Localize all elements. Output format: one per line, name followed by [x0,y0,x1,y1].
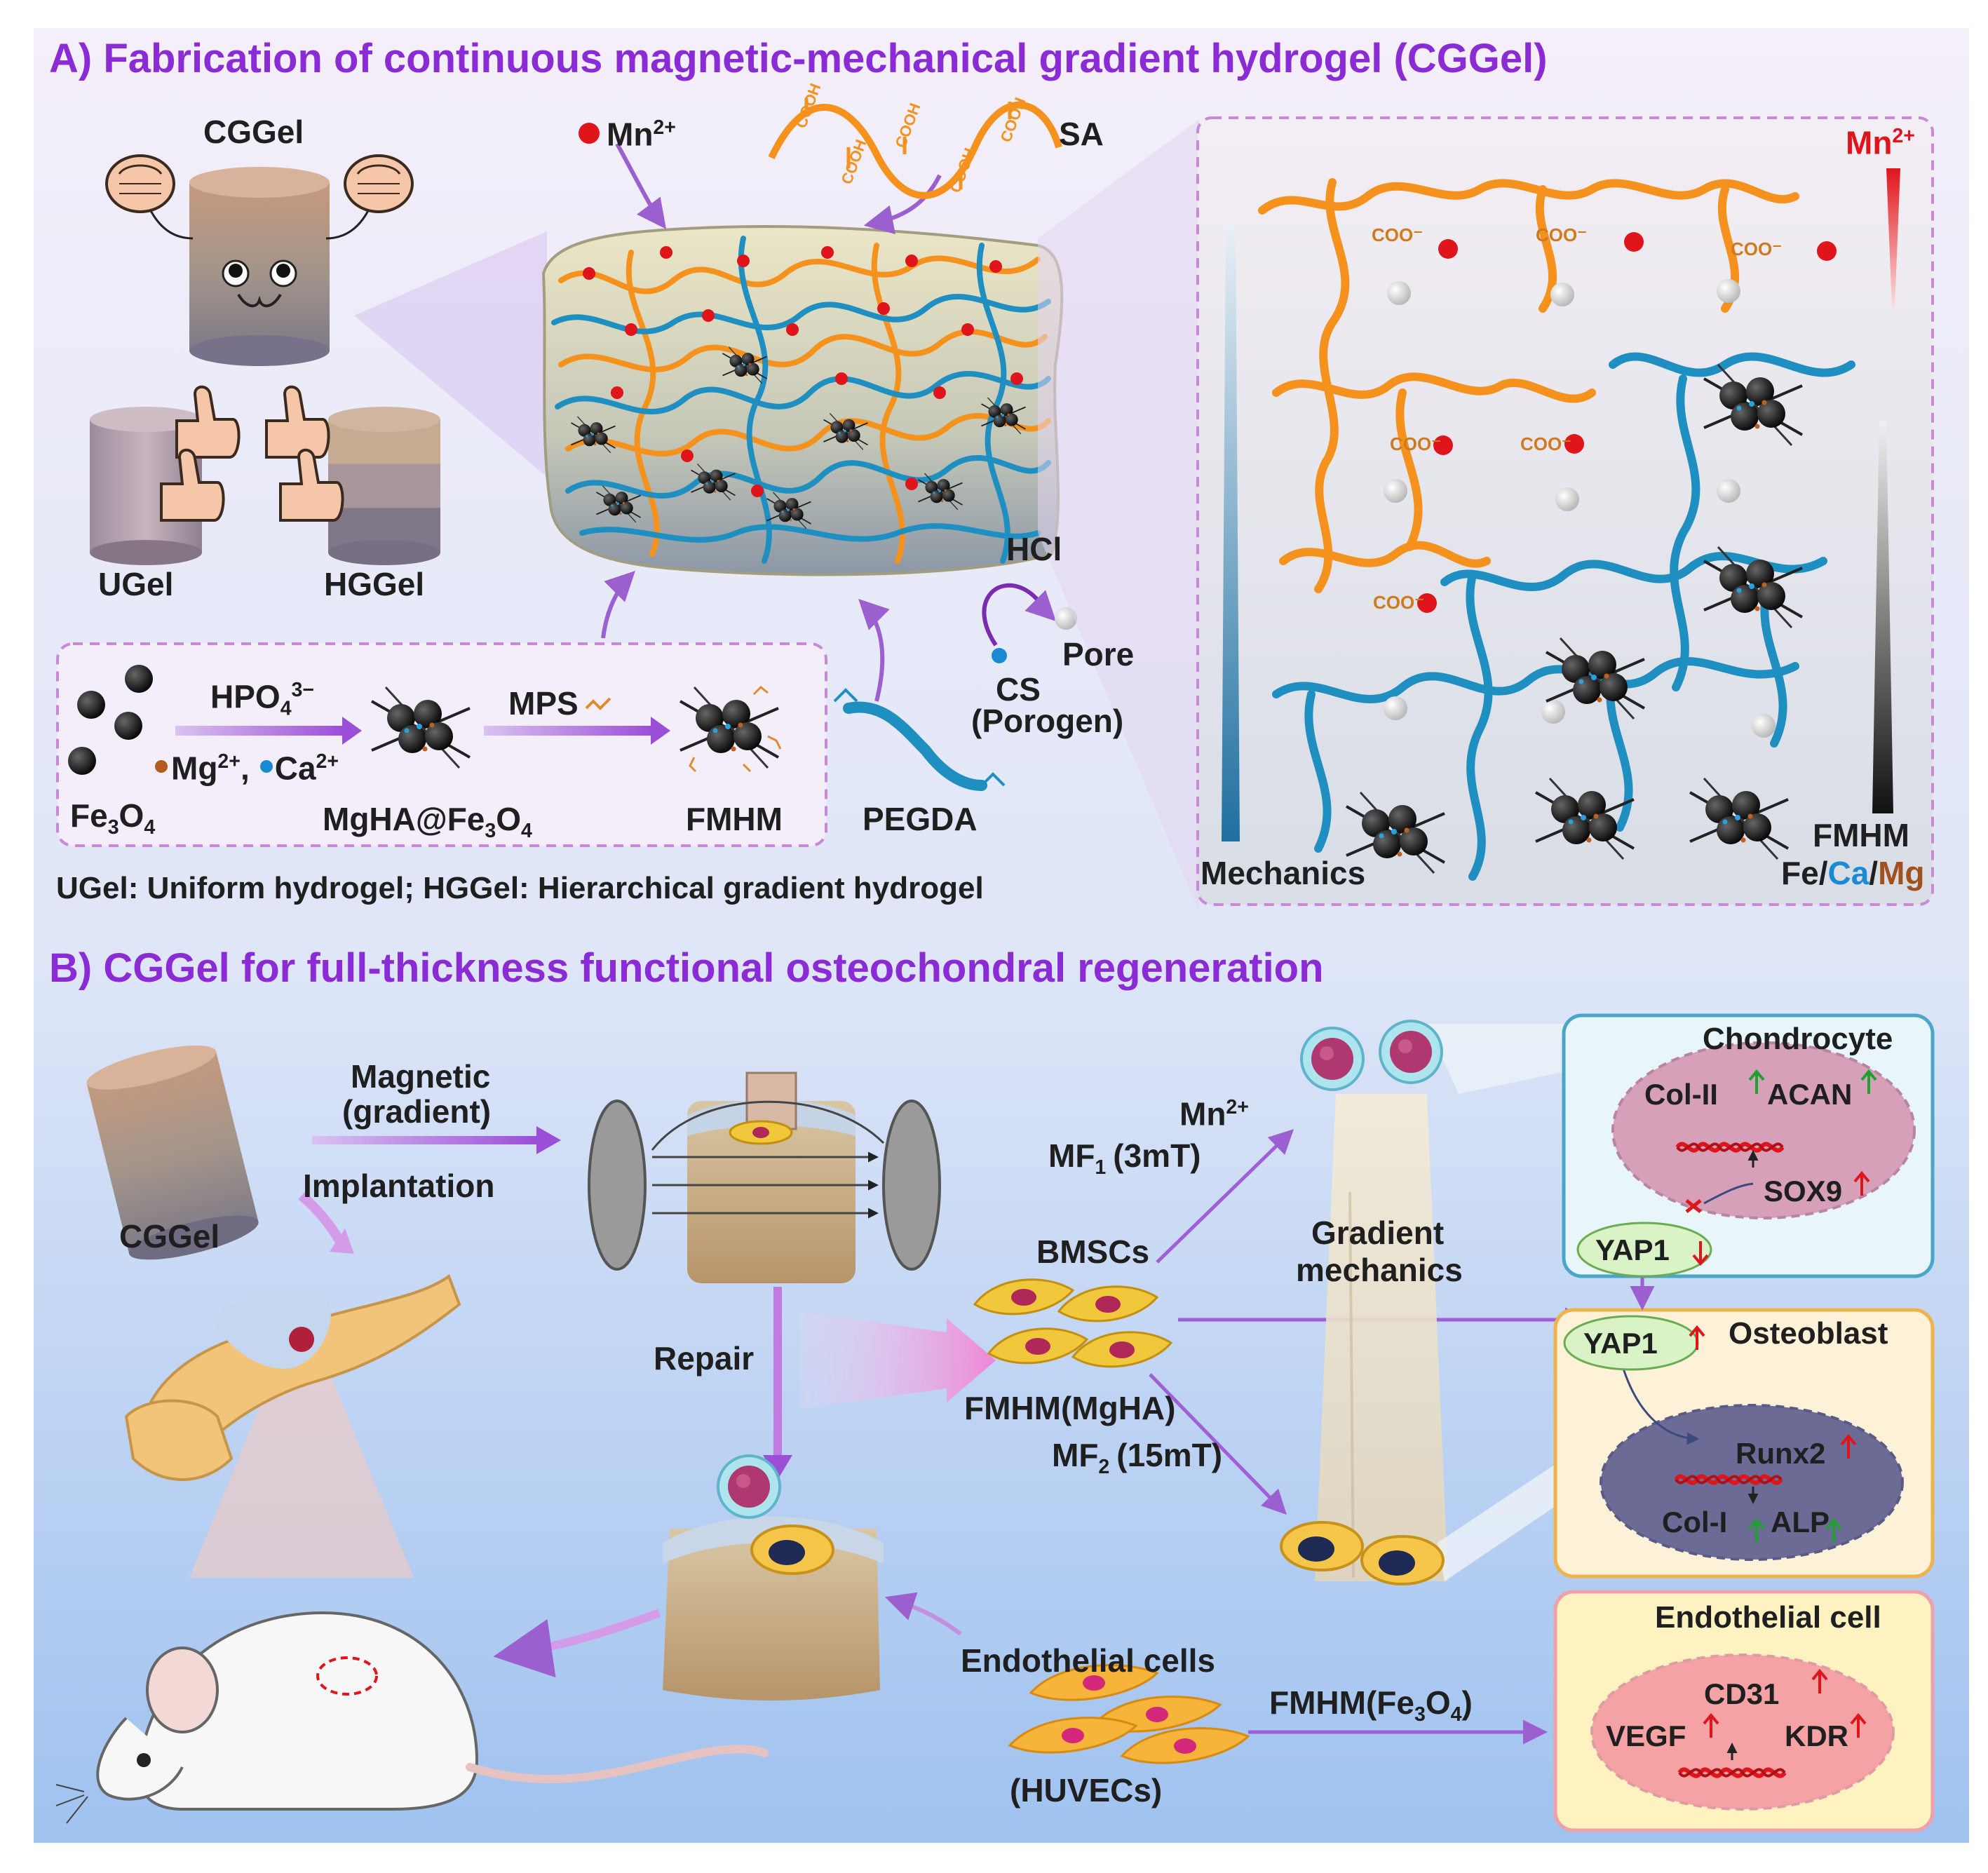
endothelial-title: Endothelial cell [1655,1600,1881,1635]
coo-label: COO⁻ [1372,224,1423,245]
fmhm-fe3o4-label: FMHM(Fe3O4) [1269,1684,1473,1726]
fe3o4-label: Fe3O4 [70,797,156,839]
section-b-title: B) CGGel for full-thickness functional o… [49,945,1324,991]
mf1-label: MF1(3mT) [1048,1137,1201,1179]
knee-joint [124,1273,461,1481]
ca-ion-icon [260,760,273,773]
pore-label: Pore [1062,636,1135,672]
yap1-pill-chondro [1576,1222,1712,1278]
cd31-gene: CD31 [1704,1677,1780,1710]
sa-chain [768,102,1062,199]
mps-label: MPS [508,685,579,722]
acan-gene: ACAN [1767,1078,1853,1111]
fmhm-gradient-bar [1872,421,1893,813]
implantation-label: Implantation [303,1168,495,1204]
magnetic-setup [588,1071,941,1283]
sa-label: SA [1059,116,1104,152]
pore-icon [1055,607,1077,630]
cs-label: CS [996,671,1041,708]
col1-gene: Col-I [1662,1506,1728,1539]
yap1-osteo: YAP1 [1583,1327,1658,1360]
mouse [55,1611,769,1824]
coo-label: COO⁻ [1373,592,1424,613]
vegf-gene: VEGF [1606,1719,1686,1752]
mechanics-label: Mechanics [1201,855,1366,891]
coo-label: COO⁻ [1520,433,1571,454]
network-inset [1196,116,1934,906]
osteoblast-title: Osteoblast [1729,1316,1888,1351]
hpo4-label: HPO43− [210,678,315,720]
alp-gene: ALP [1771,1506,1830,1539]
mn-b-label: Mn2+ [1179,1095,1249,1132]
fmhm-label: FMHM [686,801,783,837]
ugel-label: UGel [98,566,174,602]
repair-label: Repair [654,1340,755,1377]
hggel-label: HGGel [324,566,425,602]
coo-label: COO⁻ [1731,238,1782,259]
pegda-label: PEGDA [863,801,978,837]
mg-ion-icon [155,760,168,773]
gradient-trunk [1315,1094,1448,1581]
sox9-gene: SOX9 [1764,1175,1843,1208]
coo-label: COO⁻ [1390,433,1441,454]
cggel-cylinder-b [86,1045,259,1260]
sa-network [1258,178,1799,593]
coo-label: COO⁻ [1536,224,1587,245]
hcl-label: HCl [1006,531,1062,567]
fe3o4-particles [68,665,153,775]
mf2-label: MF2(15mT) [1052,1437,1223,1479]
mn-ion-icon [579,123,600,144]
pore-beads [1384,279,1776,738]
endothelial-cells-label: Endothelial cells [961,1642,1215,1679]
pegda-chain [843,701,987,791]
fmhm-mgha-label: FMHM(MgHA) [964,1390,1176,1426]
bmscs-label: BMSCs [1036,1233,1150,1270]
mn-gradient-bar [1886,168,1900,309]
mgha-fe3o4-label: MgHA@Fe3O4 [323,801,532,843]
cggel-cylinder [139,167,380,366]
hggel-cylinder [328,407,440,565]
porogen-label: (Porogen) [971,703,1124,739]
abbreviation-footnote: UGel: Uniform hydrogel; HGGel: Hierarchi… [56,871,984,905]
gel-network-block [541,225,1064,576]
cggel-label: CGGel [203,114,304,150]
gradient-mechanics-label-2: mechanics [1296,1252,1463,1288]
magnetic-label: Magnetic [351,1058,491,1095]
mg-ca-label: Mg2+,Ca2+ [171,750,339,787]
runx2-gene: Runx2 [1736,1437,1826,1470]
inset-mn-label: Mn2+ [1846,124,1915,161]
chondrocyte-title: Chondrocyte [1703,1022,1893,1056]
mn-ion-label: Mn2+ [607,116,676,153]
cs-porogen-icon [992,648,1007,663]
gradient-label: (gradient) [342,1093,492,1130]
kdr-gene: KDR [1785,1719,1848,1752]
col2-gene: Col-II [1644,1078,1718,1111]
cggel-b-label: CGGel [119,1218,220,1255]
yap1-chondro: YAP1 [1595,1233,1670,1266]
gradient-mechanics-label-1: Gradient [1311,1215,1445,1251]
section-a-title: A) Fabrication of continuous magnetic-me… [49,36,1548,81]
inset-fmhm-label: FMHM [1813,817,1909,853]
huvecs-label: (HUVECs) [1010,1772,1163,1808]
mechanics-gradient-bar [1222,224,1240,841]
fe-ca-mg-label: Fe/Ca/Mg [1781,855,1925,891]
